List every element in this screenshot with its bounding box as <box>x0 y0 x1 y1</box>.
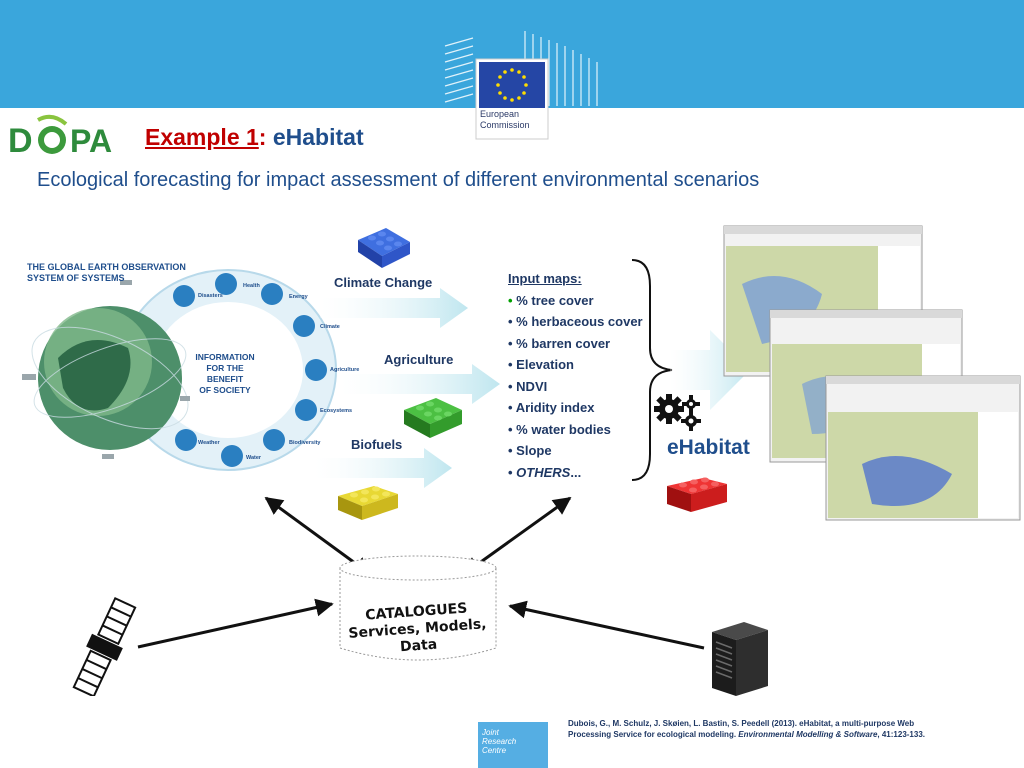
svg-text:D: D <box>8 122 33 160</box>
title-example: Example 1 <box>145 124 259 150</box>
ring-label-agriculture: Agriculture <box>330 367 360 373</box>
ehabitat-label: eHabitat <box>667 436 750 459</box>
geoss-title: THE GLOBAL EARTH OBSERVATION SYSTEM OF S… <box>27 262 186 283</box>
screenshot-front <box>825 375 1021 521</box>
input-maps-list: Input maps: • % tree cover • % herbaceou… <box>508 268 643 483</box>
ring-label-energy: Energy <box>289 294 308 300</box>
satellite-icon <box>72 596 137 696</box>
geoss-center-label: INFORMATION FOR THE BENEFIT OF SOCIETY <box>195 352 255 395</box>
green-lego-brick-icon <box>404 398 462 438</box>
input-item: • % tree cover <box>508 292 594 308</box>
ring-label-disasters: Disasters <box>198 293 223 299</box>
ring-label-ecosystems: Ecosystems <box>320 408 353 414</box>
ring-label-climate: Climate <box>320 324 340 330</box>
scenario-agriculture: Agriculture <box>384 352 454 367</box>
ring-label-biodiversity: Biodiversity <box>289 440 321 446</box>
ring-label-health: Health <box>243 283 260 289</box>
title-name: eHabitat <box>266 124 364 150</box>
catalogue-connections <box>137 496 705 661</box>
european-commission-text: European Commission <box>480 109 530 130</box>
input-item: • % water bodies <box>508 421 611 437</box>
red-lego-brick-icon <box>667 477 727 512</box>
ring-label-weather: Weather <box>198 440 220 446</box>
input-item: • Elevation <box>508 357 574 372</box>
citation-main: Dubois, G., M. Schulz, J. Skøien, L. Bas… <box>568 719 915 739</box>
title-separator: : <box>258 124 267 150</box>
scenario-climate-change: Climate Change <box>334 275 433 290</box>
server-icon <box>712 622 768 696</box>
input-item: • Aridity index <box>508 400 595 415</box>
input-item: • % barren cover <box>508 335 611 351</box>
page-title: Example 1: eHabitat <box>145 124 364 151</box>
input-item: • NDVI <box>508 378 548 394</box>
input-maps-heading: Input maps: <box>508 271 582 286</box>
page-subtitle: Ecological forecasting for impact assess… <box>37 169 760 191</box>
geoss-graphic <box>22 269 337 471</box>
jrc-logo <box>478 722 548 768</box>
scenario-biofuels: Biofuels <box>351 437 403 452</box>
citation-tail: , 41:123-133. <box>877 730 925 739</box>
svg-text:PA: PA <box>70 123 112 159</box>
ring-label-water: Water <box>246 455 262 461</box>
blue-lego-brick-icon <box>358 228 410 268</box>
jrc-logo-text: Joint Research Centre <box>482 728 517 755</box>
scenario-arrows <box>314 288 500 488</box>
dopa-logo: D PA <box>8 114 112 160</box>
gears-icon <box>654 394 701 431</box>
input-item: • Slope <box>508 443 552 458</box>
european-commission-logo <box>444 31 598 140</box>
input-item-others: • OTHERS... <box>508 464 582 480</box>
citation: Dubois, G., M. Schulz, J. Skøien, L. Bas… <box>568 718 948 740</box>
catalogue-cylinder <box>339 555 497 661</box>
ehabitat-screenshots <box>723 225 1021 521</box>
input-item: • % herbaceous cover <box>508 314 643 329</box>
citation-journal: Environmental Modelling & Software <box>738 730 878 739</box>
catalogue-label: CATALOGUES Services, Models, Data <box>338 599 496 661</box>
